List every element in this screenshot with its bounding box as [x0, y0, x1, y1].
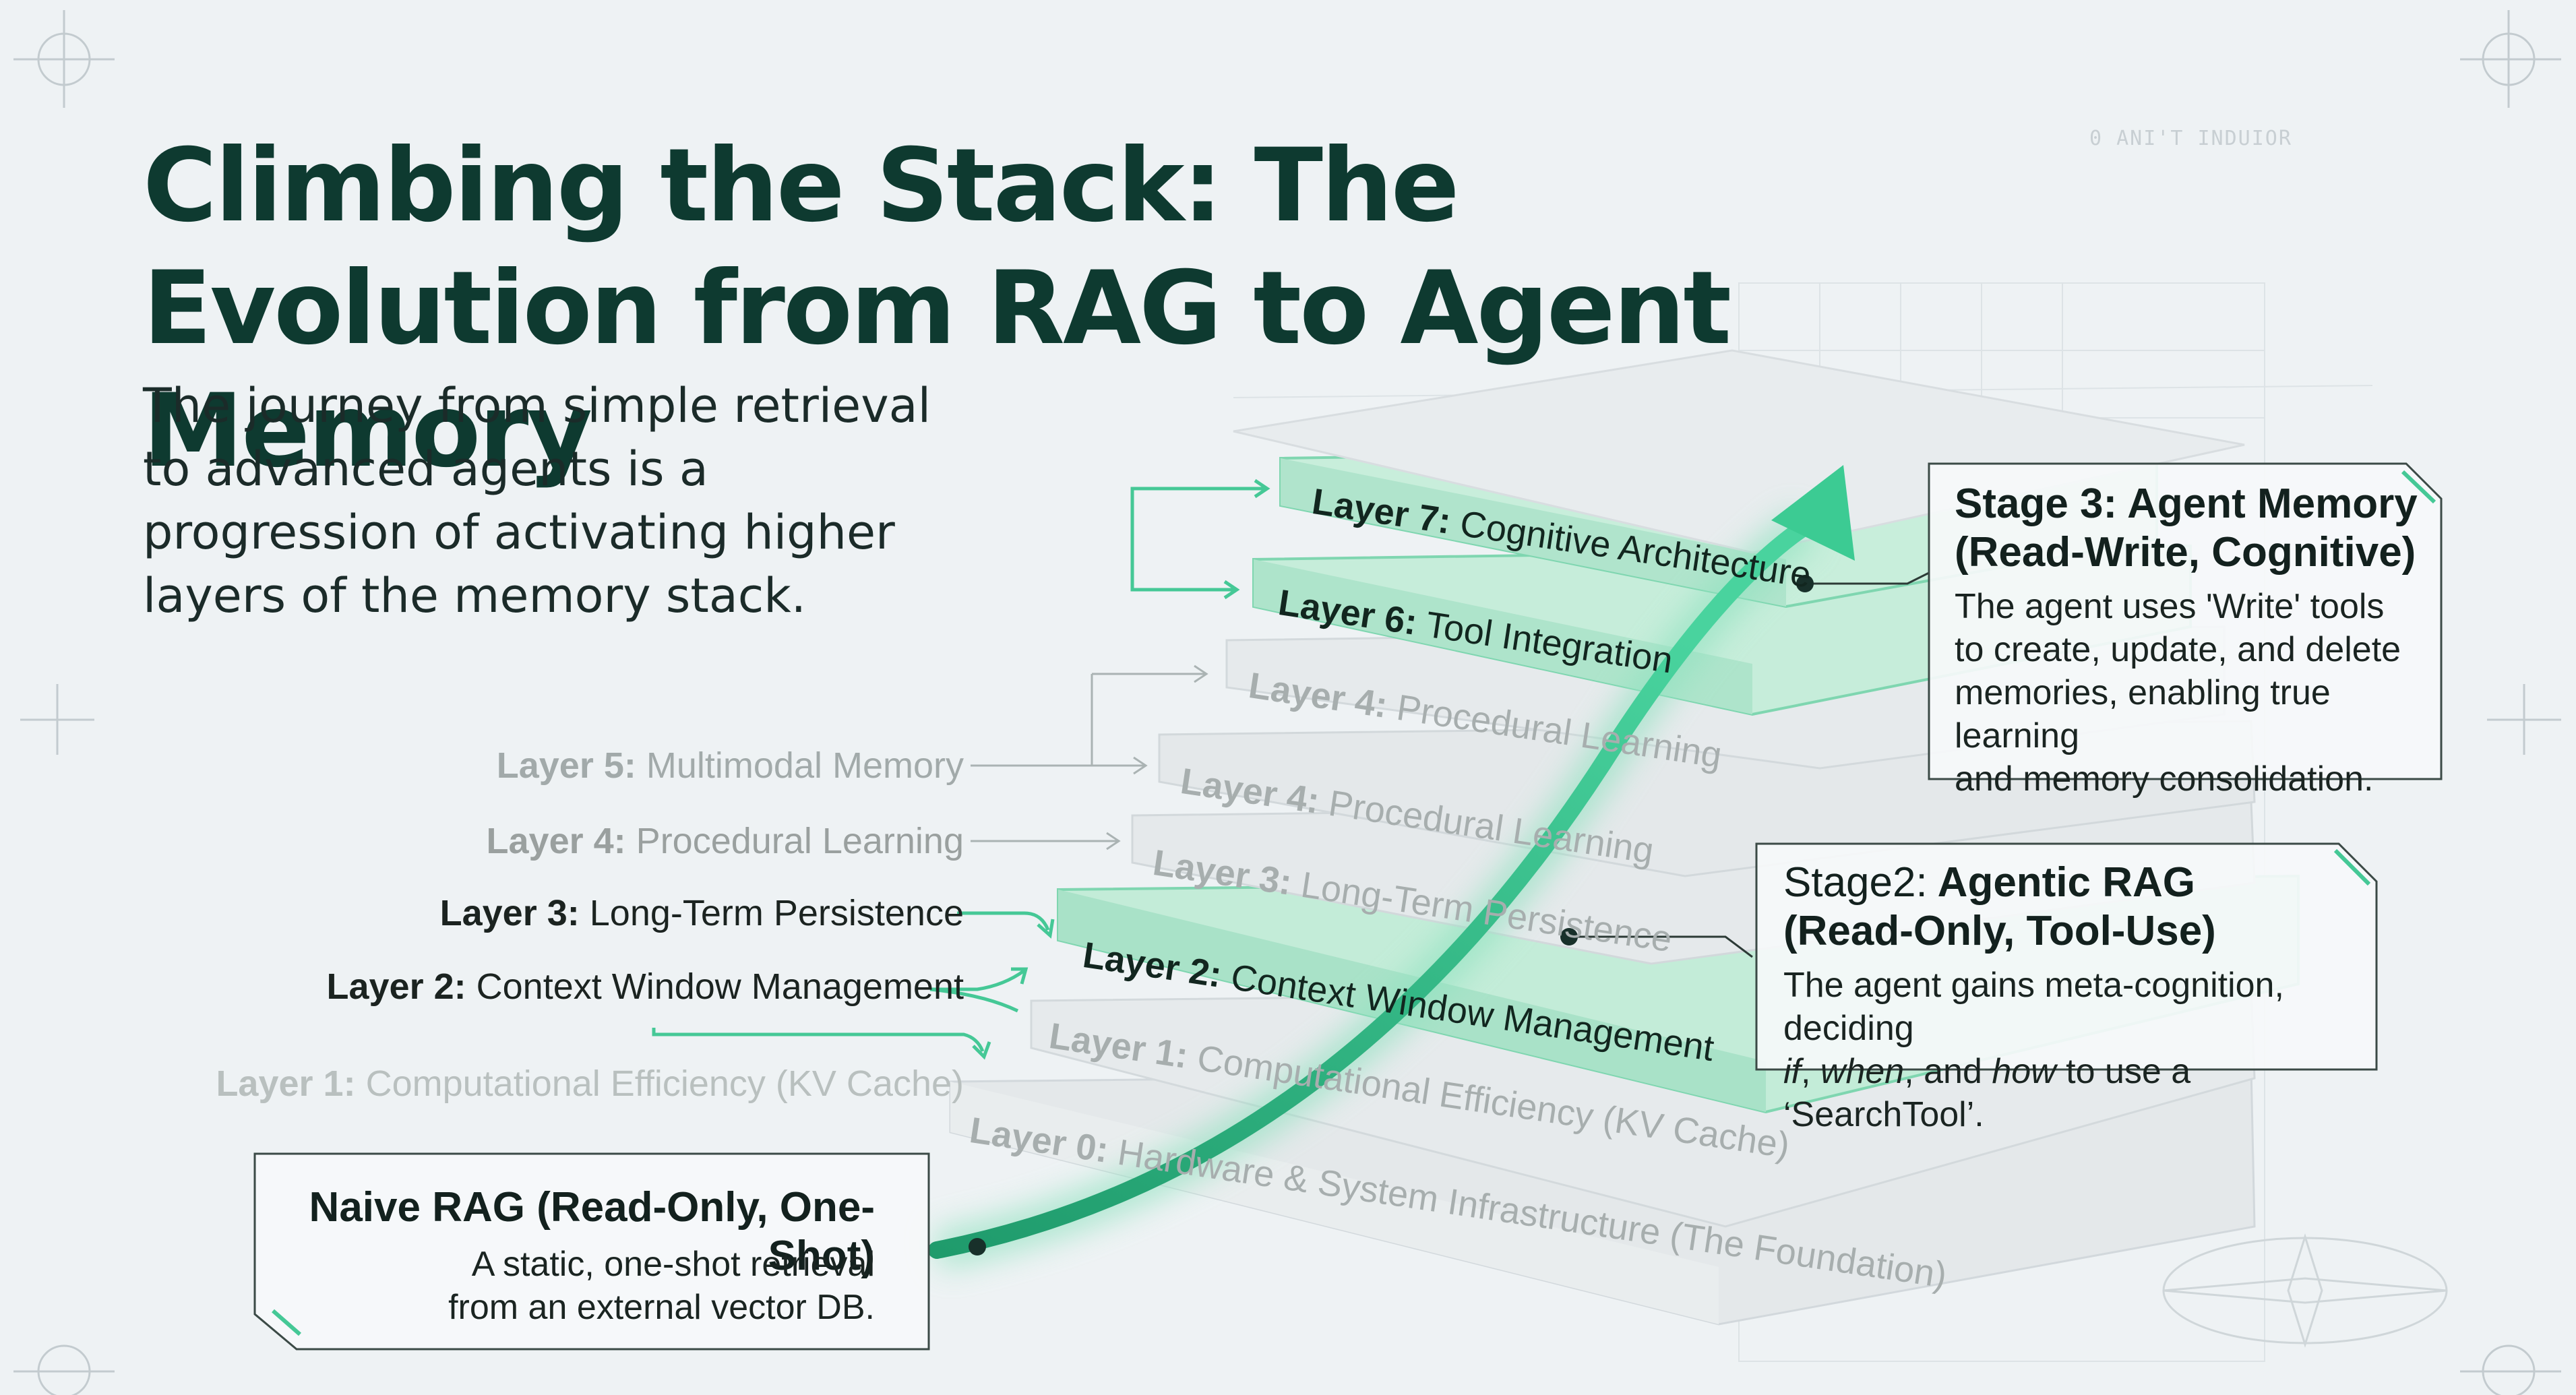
- legend-row-layer-5: Layer 5: Multimodal Memory: [497, 744, 964, 787]
- arrow-markers: [969, 575, 1814, 1256]
- callout-naive-rag: Naive RAG (Read-Only, One-Shot) A static…: [255, 1154, 929, 1349]
- callout-title-sub: (Read-Write, Cognitive): [1955, 529, 2416, 576]
- callout-frames: [253, 462, 2443, 1351]
- active-connectors: [652, 478, 1270, 1060]
- callout-title: Stage2: Agentic RAG (Read-Only, Tool-Use…: [1783, 859, 2216, 956]
- callout-body-how: how: [1992, 1052, 2056, 1091]
- legend-layer-name: Long-Term Persistence: [589, 893, 964, 933]
- callout-body-sep: , and: [1904, 1052, 1992, 1091]
- callout-accents: [272, 470, 2436, 1336]
- legend-row-layer-4: Layer 4: Procedural Learning: [487, 819, 964, 863]
- callout-body-if: if: [1783, 1052, 1801, 1091]
- growth-arrow-head: [1771, 465, 1855, 561]
- corner-marks: [13, 10, 2561, 1395]
- callout-body: A static, one-shot retrieval from an ext…: [448, 1243, 875, 1329]
- callout-body-line: to create, update, and delete: [1955, 630, 2401, 669]
- legend-layer-name: Context Window Management: [476, 966, 964, 1007]
- legend-row-layer-1: Layer 1: Computational Efficiency (KV Ca…: [216, 1062, 964, 1105]
- callout-body-line: and memory consolidation.: [1955, 760, 2374, 799]
- growth-arrow: [928, 517, 1815, 1259]
- callout-stage-3: Stage 3: Agent Memory (Read-Write, Cogni…: [1929, 464, 2441, 799]
- legend-layer-number: Layer 3:: [439, 893, 580, 933]
- callout-title-sub: (Read-Only, Tool-Use): [1783, 908, 2216, 954]
- page-title: Climbing the Stack: The Evolution from R…: [143, 127, 1731, 490]
- callout-title: Naive RAG (Read-Only, One-Shot): [309, 1184, 875, 1279]
- callout-body-line: The agent gains meta-cognition, deciding: [1783, 966, 2284, 1048]
- callout-title-main: Stage 3: Agent Memory: [1955, 480, 2418, 527]
- legend-row-layer-2: Layer 2: Context Window Management: [327, 965, 964, 1008]
- callout-body-tail: to use a ‘SearchTool’.: [1783, 1052, 2191, 1134]
- page-subtitle: The journey from simple retrieval to adv…: [143, 378, 931, 623]
- legend-layer-number: Layer 1:: [216, 1063, 356, 1104]
- legend-layer-name: Procedural Learning: [636, 821, 964, 861]
- callout-stage-2: Stage2: Agentic RAG (Read-Only, Tool-Use…: [1756, 844, 2376, 1134]
- legend-layer-number: Layer 5:: [496, 745, 636, 786]
- legend-row-layer-3: Layer 3: Long-Term Persistence: [440, 892, 964, 935]
- callout-body-line: memories, enabling true learning: [1955, 673, 2331, 755]
- callout-body-sep: ,: [1801, 1052, 1820, 1091]
- watermark-text: 0 ANI'T INDUIOR: [2089, 127, 2292, 150]
- legend-connectors: [971, 664, 1208, 850]
- callout-title-prefix: Stage2:: [1783, 859, 1928, 906]
- legend-layer-name: Multimodal Memory: [646, 745, 964, 786]
- callout-body-line: from an external vector DB.: [448, 1288, 875, 1327]
- callout-body-line: The agent uses 'Write' tools: [1955, 587, 2385, 626]
- compass-decoration: [2162, 1233, 2448, 1348]
- callout-body-when: when: [1820, 1052, 1905, 1091]
- legend-layer-number: Layer 4:: [486, 821, 626, 861]
- legend-layer-number: Layer 2:: [326, 966, 466, 1007]
- callout-body-line: A static, one-shot retrieval: [471, 1245, 875, 1284]
- legend-layer-name: Computational Efficiency (KV Cache): [365, 1063, 964, 1104]
- callout-body: The agent gains meta-cognition, deciding…: [1783, 964, 2376, 1136]
- callout-body: The agent uses 'Write' tools to create, …: [1955, 585, 2441, 801]
- callout-title-main: Agentic RAG: [1937, 859, 2196, 906]
- callout-title: Stage 3: Agent Memory (Read-Write, Cogni…: [1955, 480, 2418, 577]
